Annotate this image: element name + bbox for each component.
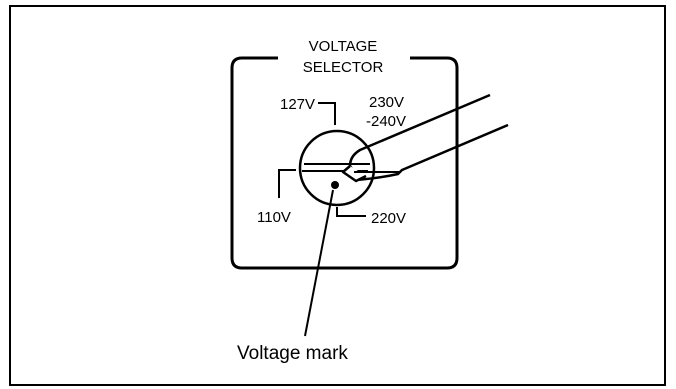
label-230v-line2: -240V xyxy=(366,113,406,130)
leader-220v xyxy=(336,207,366,217)
leader-127v xyxy=(318,102,336,125)
label-127v: 127V xyxy=(280,96,315,113)
selector-title-line2: SELECTOR xyxy=(303,59,384,76)
selector-dial[interactable] xyxy=(298,129,376,207)
voltage-mark-leader xyxy=(304,189,334,337)
leader-110v xyxy=(278,169,296,198)
voltage-mark-dot xyxy=(331,181,339,189)
selector-panel xyxy=(230,56,459,270)
selector-title-line1: VOLTAGE xyxy=(309,38,378,55)
voltage-mark-label: Voltage mark xyxy=(237,343,348,364)
label-220v: 220V xyxy=(371,210,406,227)
label-230v-line1: 230V xyxy=(369,94,404,111)
label-110v: 110V xyxy=(257,209,291,226)
figure-frame xyxy=(9,5,666,386)
screwdriver xyxy=(341,93,509,183)
